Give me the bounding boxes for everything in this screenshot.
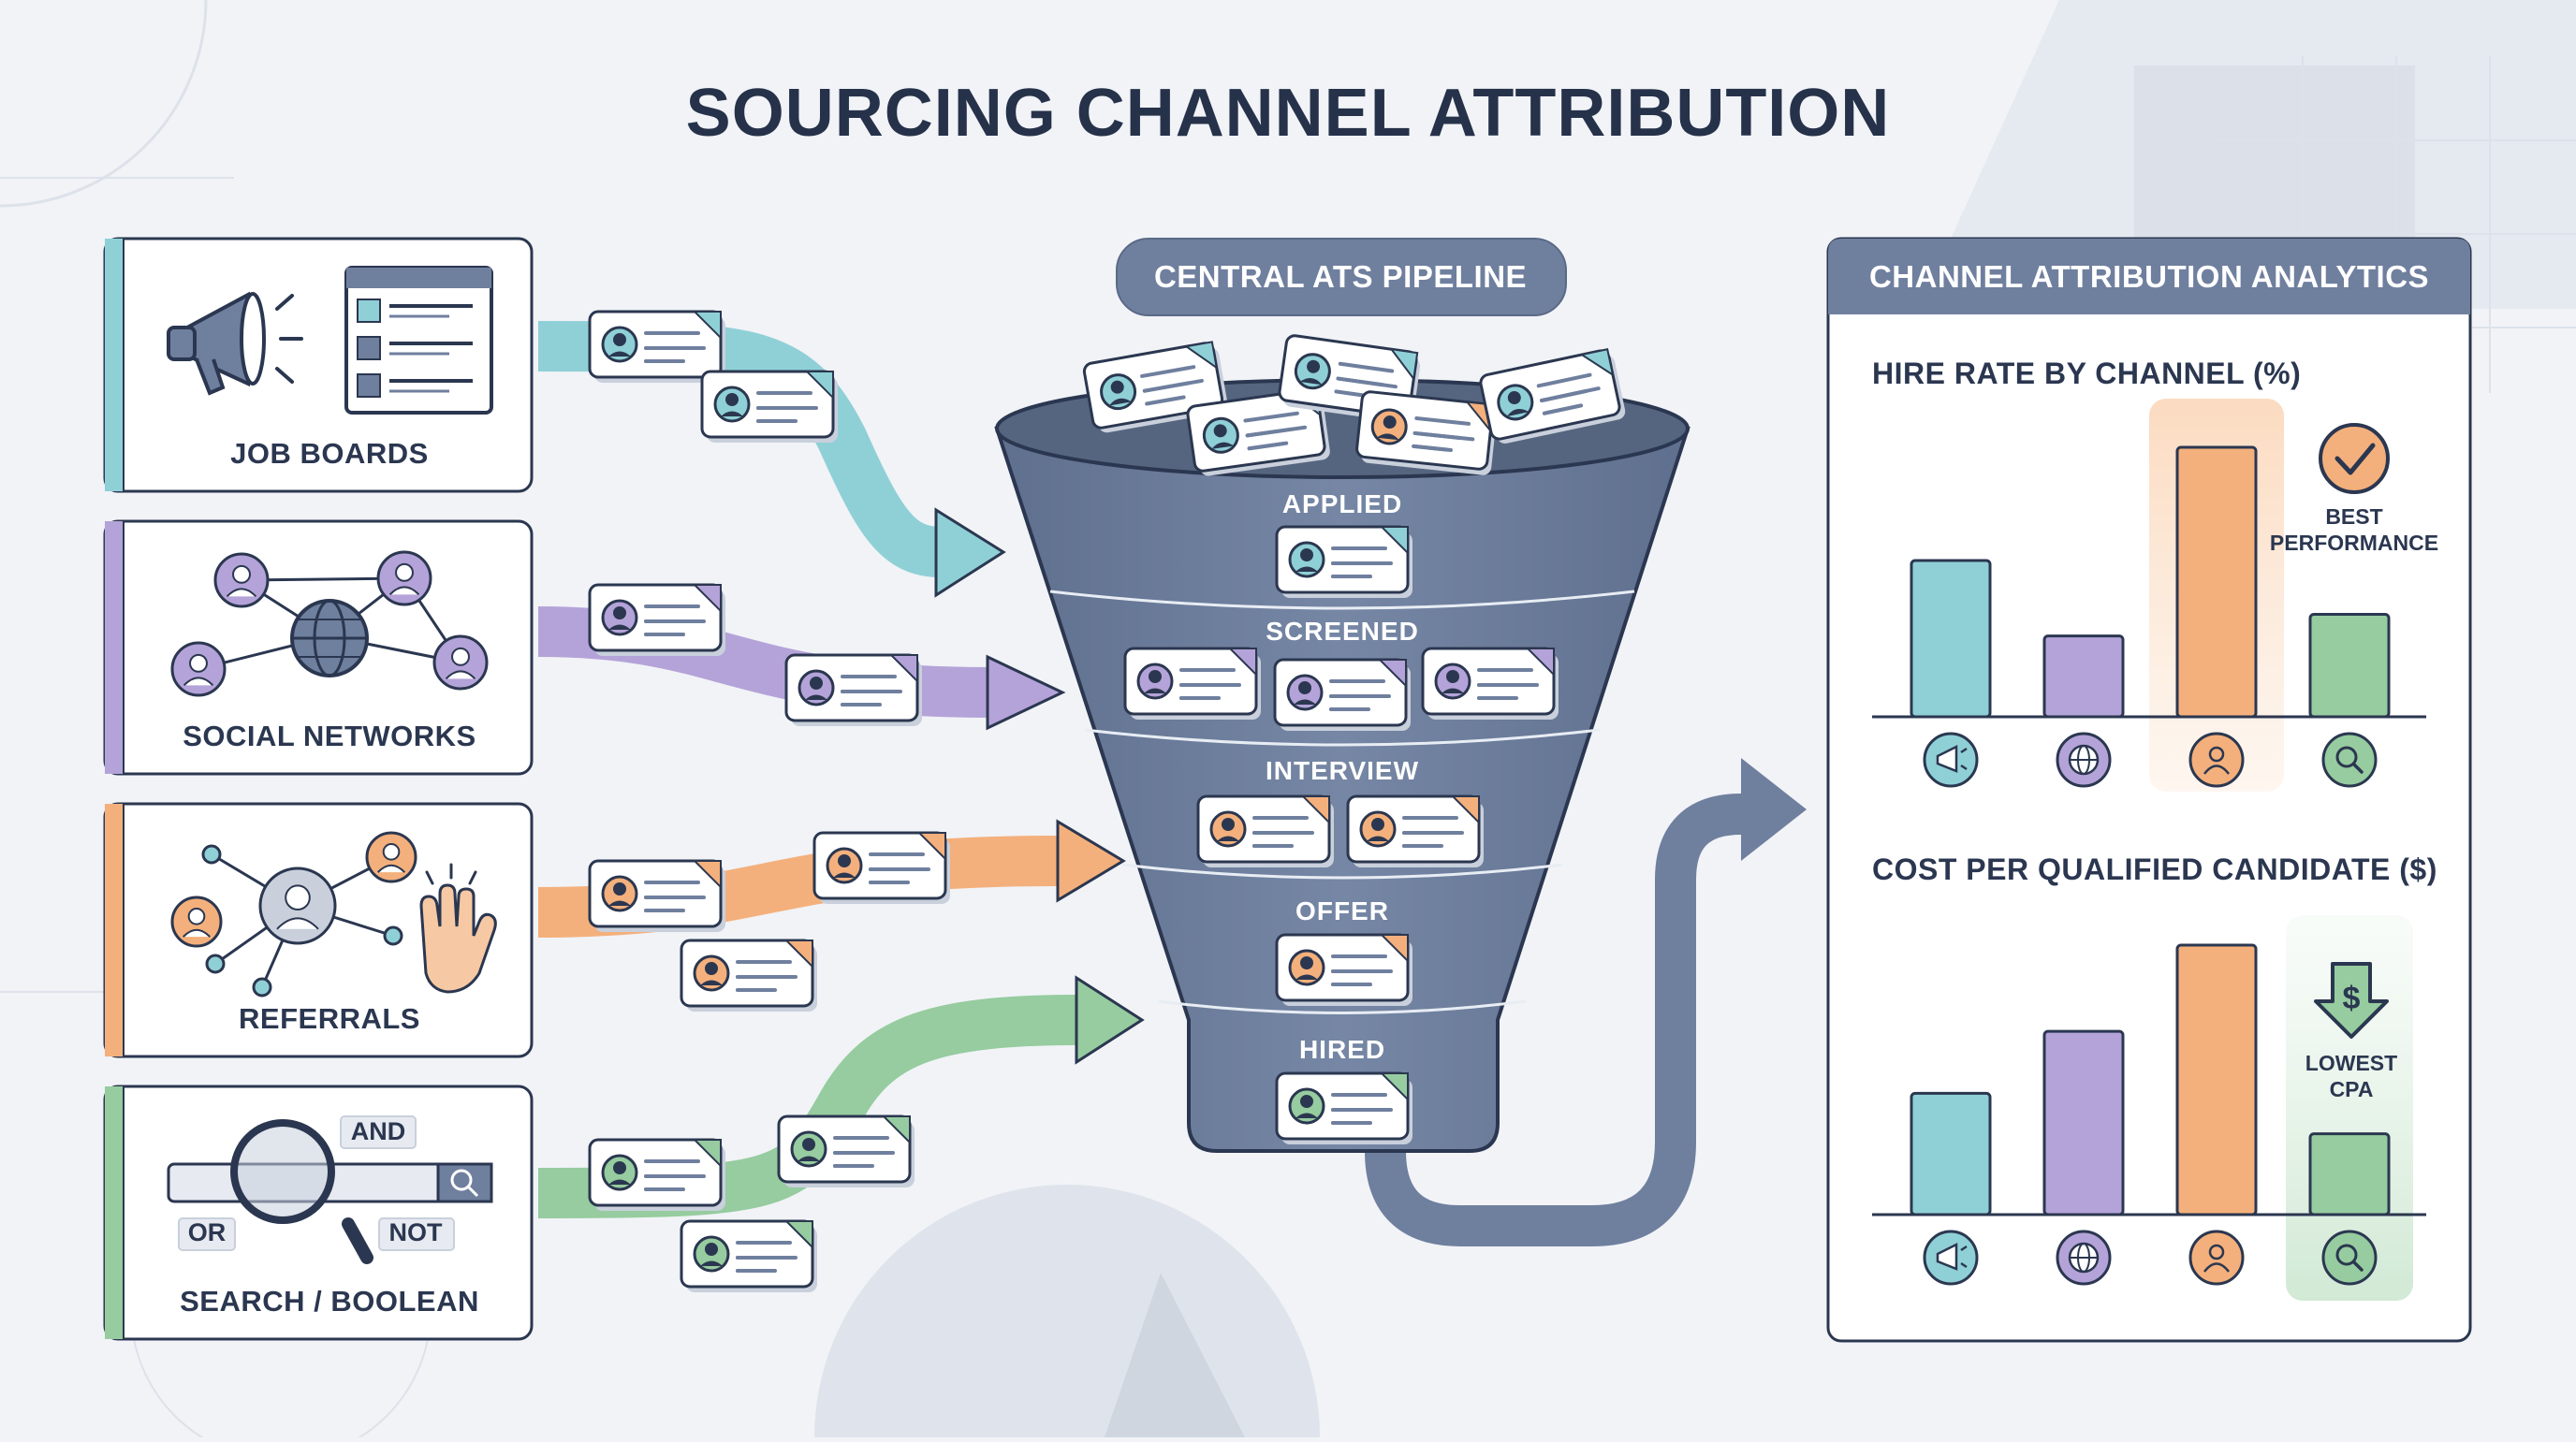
x-tick-globe-icon-1 bbox=[2056, 1230, 2112, 1286]
bar-1-2 bbox=[2175, 943, 2258, 1216]
person-avatar bbox=[365, 831, 417, 883]
boolean-and-label: AND bbox=[350, 1117, 406, 1145]
candidate-card-ref-1 bbox=[588, 859, 725, 932]
candidate-card-screened-2 bbox=[1273, 658, 1411, 731]
x-tick-search-icon-1 bbox=[2321, 1230, 2378, 1286]
cost-chart-title: COST PER QUALIFIED CANDIDATE ($) bbox=[1872, 852, 2437, 886]
x-tick-person-icon-1 bbox=[2188, 1230, 2245, 1286]
boolean-or-label: OR bbox=[187, 1218, 227, 1246]
hire-rate-chart-title: HIRE RATE BY CHANNEL (%) bbox=[1872, 357, 2302, 390]
referral-network-icon bbox=[170, 831, 417, 998]
candidate-card-pile-1 bbox=[1082, 341, 1228, 433]
best-note-line1: BEST bbox=[2325, 504, 2383, 529]
bar-0-2 bbox=[2175, 445, 2258, 719]
candidate-card-pile-2 bbox=[1186, 387, 1330, 476]
candidate-card-screened-1 bbox=[1123, 647, 1261, 720]
bar-0-1 bbox=[2042, 634, 2125, 719]
pipeline-label: CENTRAL ATS PIPELINE bbox=[1153, 259, 1528, 294]
dollar-down-arrow-icon: $ bbox=[2314, 962, 2389, 1039]
stage-label-hired: HIRED bbox=[1298, 1035, 1386, 1064]
candidate-card-interview-1 bbox=[1196, 794, 1334, 867]
channel-card-accent bbox=[105, 521, 124, 774]
check-circle-icon bbox=[2319, 423, 2390, 494]
lowest-note-line2: CPA bbox=[2329, 1077, 2374, 1101]
network-globe-icon bbox=[170, 550, 489, 697]
candidate-card-offer bbox=[1275, 933, 1412, 1006]
bar-chart-0 bbox=[1872, 399, 2426, 792]
boolean-tag-2 bbox=[378, 1217, 455, 1251]
person-avatar bbox=[376, 550, 432, 606]
candidate-card-hired bbox=[1275, 1071, 1412, 1144]
channel-label-social-networks: SOCIAL NETWORKS bbox=[183, 720, 476, 752]
channel-card-accent bbox=[105, 804, 124, 1056]
candidate-card-jb-1 bbox=[588, 310, 725, 383]
page-title: SOURCING CHANNEL ATTRIBUTION bbox=[685, 76, 1891, 151]
candidate-card-applied bbox=[1275, 525, 1412, 598]
candidate-card-pile-4 bbox=[1355, 390, 1497, 475]
bar-1-0 bbox=[1910, 1091, 1992, 1216]
output-arrow bbox=[1365, 758, 1807, 1246]
analytics-header: CHANNEL ATTRIBUTION ANALYTICS bbox=[1868, 259, 2430, 294]
bar-0-0 bbox=[1910, 559, 1992, 719]
candidate-card-pile-5 bbox=[1479, 348, 1626, 444]
best-performance-note: BEST PERFORMANCE bbox=[2270, 503, 2438, 556]
best-note-line2: PERFORMANCE bbox=[2269, 531, 2439, 555]
candidate-card-search-1 bbox=[588, 1138, 725, 1211]
channel-label-job-boards: JOB BOARDS bbox=[230, 437, 429, 470]
megaphone-icon bbox=[167, 291, 303, 396]
stage-label-interview: INTERVIEW bbox=[1265, 756, 1420, 785]
bar-1-1 bbox=[2042, 1029, 2125, 1216]
job-board-icon bbox=[344, 266, 493, 415]
candidate-card-search-2 bbox=[777, 1114, 915, 1187]
channel-label-search-boolean: SEARCH / BOOLEAN bbox=[180, 1285, 479, 1318]
candidate-card-screened-3 bbox=[1421, 647, 1559, 720]
svg-text:$: $ bbox=[2343, 981, 2361, 1016]
person-avatar bbox=[258, 867, 337, 945]
x-tick-megaphone-icon-0 bbox=[1923, 732, 1979, 788]
x-tick-person-icon-0 bbox=[2188, 732, 2245, 788]
boolean-not-label: NOT bbox=[388, 1218, 443, 1246]
x-tick-megaphone-icon-1 bbox=[1923, 1230, 1979, 1286]
candidate-card-jb-2 bbox=[700, 370, 838, 443]
x-tick-globe-icon-0 bbox=[2056, 732, 2112, 788]
stage-label-offer: OFFER bbox=[1295, 896, 1389, 925]
stage-label-applied: APPLIED bbox=[1281, 489, 1403, 518]
person-avatar bbox=[170, 896, 223, 948]
person-avatar bbox=[432, 634, 489, 691]
channel-label-referrals: REFERRALS bbox=[239, 1002, 420, 1035]
bar-chart-1 bbox=[1872, 915, 2426, 1301]
lowest-cpa-note: LOWEST CPA bbox=[2305, 1050, 2397, 1102]
analytics-header-bar bbox=[1828, 239, 2470, 314]
raised-hand-icon bbox=[419, 863, 497, 994]
boolean-tag-0 bbox=[340, 1115, 417, 1149]
pipeline-pill bbox=[1116, 238, 1567, 316]
candidate-card-search-3 bbox=[680, 1219, 817, 1292]
lowest-note-line1: LOWEST bbox=[2305, 1051, 2398, 1075]
candidate-card-ref-3 bbox=[680, 939, 817, 1012]
candidate-card-interview-2 bbox=[1346, 794, 1484, 867]
candidate-card-social-2 bbox=[784, 653, 922, 726]
person-avatar bbox=[170, 641, 227, 697]
dynamic-layer: $ bbox=[103, 237, 2472, 1343]
channel-card-3 bbox=[103, 1085, 534, 1341]
bar-1-3 bbox=[2308, 1132, 2391, 1216]
channel-card-accent bbox=[105, 1086, 124, 1339]
boolean-tag-1 bbox=[178, 1217, 236, 1251]
candidate-card-ref-2 bbox=[812, 831, 950, 904]
magnifier-icon bbox=[167, 1115, 493, 1264]
channel-card-accent bbox=[105, 239, 124, 491]
x-tick-search-icon-0 bbox=[2321, 732, 2378, 788]
candidate-card-social-1 bbox=[588, 583, 725, 656]
bar-0-3 bbox=[2308, 613, 2391, 719]
stage-label-screened: SCREENED bbox=[1266, 617, 1419, 646]
person-avatar bbox=[213, 552, 270, 608]
